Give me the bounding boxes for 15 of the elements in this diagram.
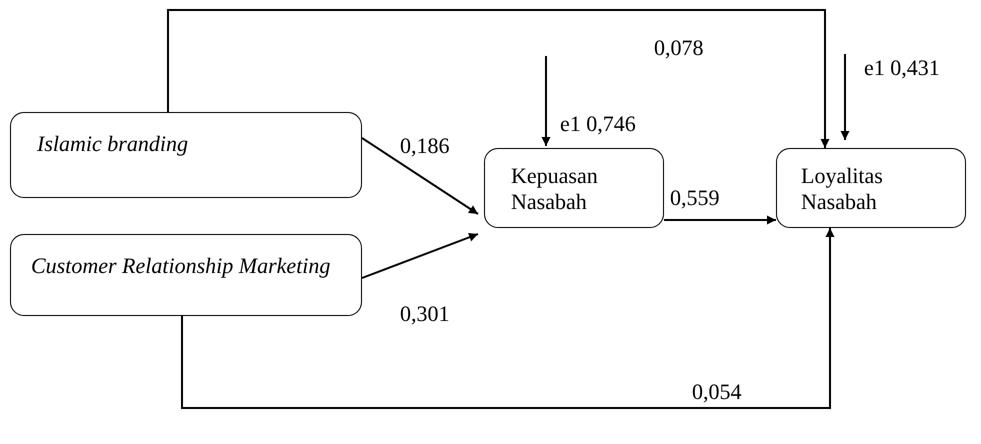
arrow <box>664 216 776 224</box>
rounded-box <box>10 234 362 316</box>
node-label: Islamic branding <box>37 131 189 157</box>
arrow <box>181 228 834 409</box>
rounded-box <box>484 148 664 228</box>
arrow <box>542 56 550 146</box>
arrow <box>840 54 850 140</box>
rounded-box <box>10 112 362 198</box>
node-label: Kepuasan Nasabah <box>511 163 599 215</box>
node-label: Customer Relationship Marketing <box>31 253 332 279</box>
node-label: Loyalitas Nasabah <box>801 163 884 215</box>
rounded-box <box>776 148 966 228</box>
arrow <box>362 232 478 279</box>
arrow <box>361 137 479 215</box>
arrow <box>167 9 830 148</box>
